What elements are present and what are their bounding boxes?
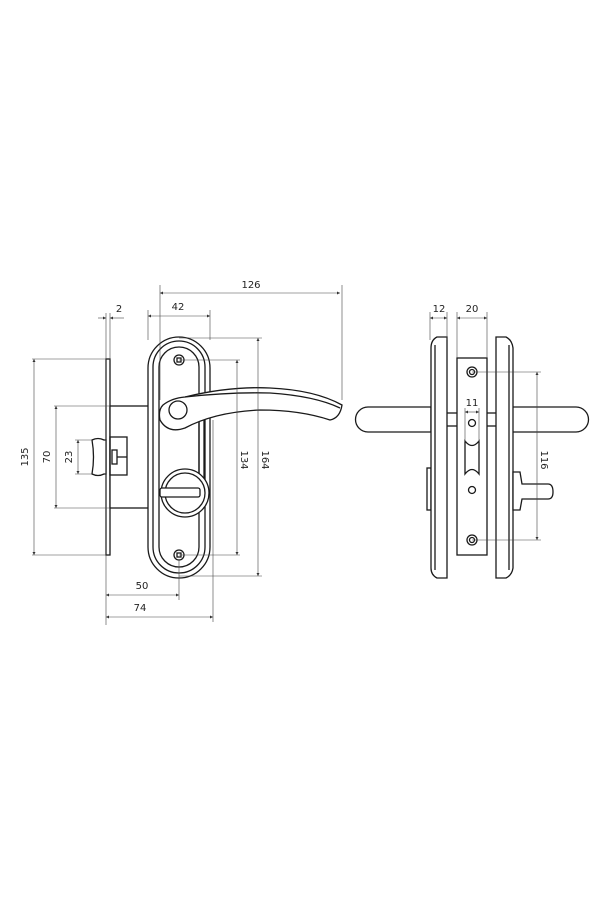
left-rose xyxy=(430,336,448,579)
dim-20: 20 xyxy=(466,304,479,315)
dim-11: 11 xyxy=(466,398,479,409)
dim-135: 135 xyxy=(20,447,31,466)
escutcheon-rose xyxy=(147,336,211,579)
dim-2: 2 xyxy=(116,304,122,315)
dim-126: 126 xyxy=(241,280,260,291)
spindle-hole xyxy=(467,418,477,428)
lock-forend xyxy=(456,357,488,556)
left-lever xyxy=(354,406,432,433)
lever-handle xyxy=(158,387,343,431)
right-rose xyxy=(495,336,514,579)
lock-body xyxy=(109,405,151,509)
front-dimensions: 126 42 2 135 70 23 134 164 50 74 xyxy=(20,280,343,625)
dim-74: 74 xyxy=(134,603,147,614)
latch-slot xyxy=(464,439,480,476)
dim-70: 70 xyxy=(42,451,53,464)
right-lever xyxy=(511,406,590,433)
dim-42: 42 xyxy=(172,302,185,313)
thumbturn-side xyxy=(512,471,554,511)
dim-134: 134 xyxy=(238,450,249,469)
thumbturn-hole xyxy=(467,485,477,495)
dim-116: 116 xyxy=(538,450,549,469)
dim-50: 50 xyxy=(136,581,149,592)
dim-164: 164 xyxy=(259,450,270,469)
thumbturn xyxy=(159,468,210,518)
side-dimensions: 12 20 11 116 xyxy=(429,304,549,541)
front-view xyxy=(91,336,343,579)
side-view xyxy=(354,336,590,579)
dim-12: 12 xyxy=(433,304,446,315)
latch-bolt xyxy=(91,436,128,477)
dim-23: 23 xyxy=(64,451,75,464)
